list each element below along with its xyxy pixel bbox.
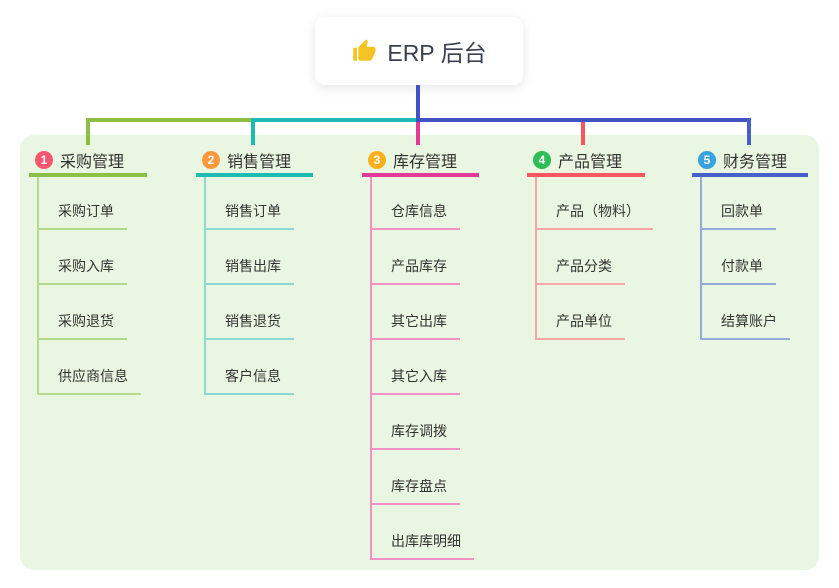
thumbs-up-icon — [353, 39, 376, 61]
branch-label: 销售管理 — [227, 153, 292, 171]
branch-sales: 2 销售管理 销售订单 销售出库 销售退货 客户信息 — [196, 146, 313, 395]
connector-drop-product — [581, 122, 585, 145]
branch-number-badge: 2 — [202, 150, 220, 169]
connector-root-drop — [416, 85, 420, 120]
branch-header-finance[interactable]: 5 财务管理 — [692, 146, 808, 177]
connector-bus-left — [86, 118, 255, 122]
branch-header-product[interactable]: 4 产品管理 — [527, 146, 645, 177]
node-item[interactable]: 仓库信息 — [372, 177, 474, 230]
branch-label: 库存管理 — [393, 153, 458, 171]
node-item[interactable]: 供应商信息 — [39, 340, 141, 395]
node-item[interactable]: 回款单 — [702, 177, 790, 230]
node-item[interactable]: 出库库明细 — [372, 505, 474, 560]
node-item[interactable]: 产品分类 — [537, 230, 653, 285]
branch-number-badge: 5 — [698, 150, 716, 169]
connector-drop-finance — [747, 118, 751, 145]
node-item[interactable]: 产品（物料） — [537, 177, 653, 230]
branch-number-badge: 4 — [533, 150, 551, 169]
node-item[interactable]: 销售订单 — [206, 177, 294, 230]
branch-purchase: 1 采购管理 采购订单 采购入库 采购退货 供应商信息 — [29, 146, 147, 395]
connector-bus-right — [416, 118, 751, 122]
branch-children: 回款单 付款单 结算账户 — [700, 177, 790, 340]
connector-drop-sales — [251, 118, 255, 145]
connector-drop-inventory — [416, 122, 420, 145]
connector-bus-mid — [251, 118, 420, 122]
connector-drop-purchase — [86, 118, 90, 145]
node-item[interactable]: 付款单 — [702, 230, 790, 285]
branch-number-badge: 1 — [35, 150, 53, 169]
node-item[interactable]: 销售退货 — [206, 285, 294, 340]
node-item[interactable]: 产品单位 — [537, 285, 653, 340]
branch-header-sales[interactable]: 2 销售管理 — [196, 146, 313, 177]
node-item[interactable]: 采购退货 — [39, 285, 141, 340]
branch-header-purchase[interactable]: 1 采购管理 — [29, 146, 147, 177]
branch-label: 产品管理 — [558, 153, 623, 171]
branch-label: 采购管理 — [60, 153, 125, 171]
branch-children: 销售订单 销售出库 销售退货 客户信息 — [204, 177, 294, 395]
node-item[interactable]: 库存调拨 — [372, 395, 474, 450]
branch-header-inventory[interactable]: 3 库存管理 — [362, 146, 479, 177]
node-item[interactable]: 采购订单 — [39, 177, 141, 230]
branch-product: 4 产品管理 产品（物料） 产品分类 产品单位 — [527, 146, 653, 340]
node-item[interactable]: 库存盘点 — [372, 450, 474, 505]
node-item[interactable]: 客户信息 — [206, 340, 294, 395]
node-item[interactable]: 其它出库 — [372, 285, 474, 340]
root-label: ERP 后台 — [387, 40, 487, 66]
branch-label: 财务管理 — [723, 153, 788, 171]
branch-children: 采购订单 采购入库 采购退货 供应商信息 — [37, 177, 141, 395]
node-item[interactable]: 结算账户 — [702, 285, 790, 340]
branch-children: 仓库信息 产品库存 其它出库 其它入库 库存调拨 库存盘点 出库库明细 — [370, 177, 474, 560]
node-item[interactable]: 采购入库 — [39, 230, 141, 285]
branch-finance: 5 财务管理 回款单 付款单 结算账户 — [692, 146, 808, 340]
node-item[interactable]: 产品库存 — [372, 230, 474, 285]
root-node[interactable]: ERP 后台 — [315, 17, 523, 85]
branches-panel — [20, 135, 819, 570]
branch-inventory: 3 库存管理 仓库信息 产品库存 其它出库 其它入库 库存调拨 库存盘点 出库库… — [362, 146, 479, 560]
node-item[interactable]: 销售出库 — [206, 230, 294, 285]
node-item[interactable]: 其它入库 — [372, 340, 474, 395]
branch-children: 产品（物料） 产品分类 产品单位 — [535, 177, 653, 340]
branch-number-badge: 3 — [368, 150, 386, 169]
